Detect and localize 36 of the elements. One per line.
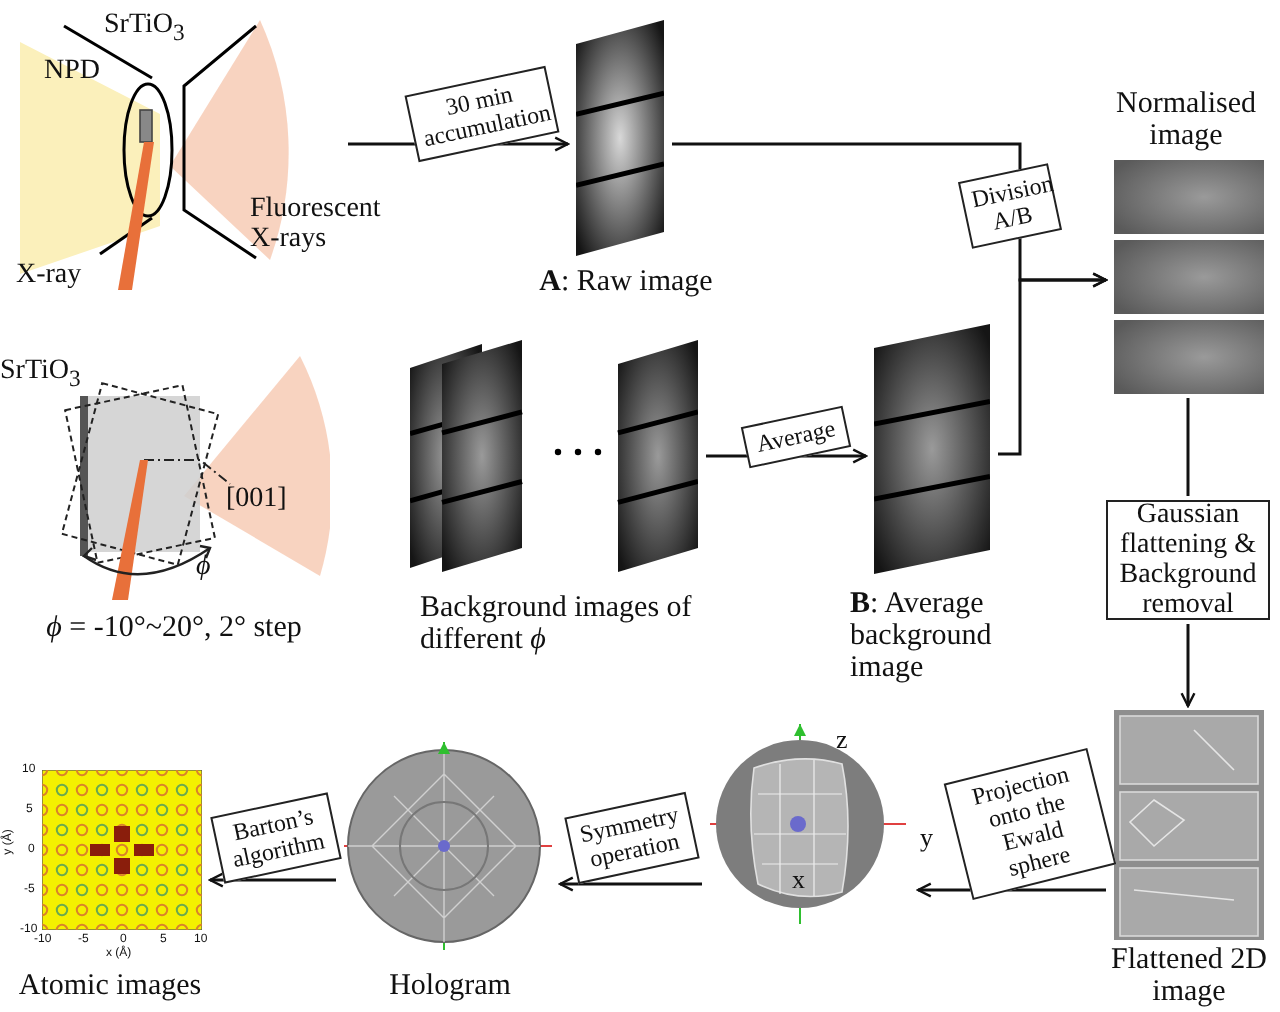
axis-label: x: [792, 864, 805, 894]
image-caption: Atomic images: [16, 970, 204, 1002]
edge-label: Symmetry operation: [564, 791, 700, 885]
arrow: [208, 872, 336, 888]
raw-detector-image: [576, 20, 664, 256]
process-box: Gaussian flattening & Background removal: [1106, 500, 1270, 620]
axis-label: [001]: [226, 484, 287, 514]
angle-symbol: ϕ: [196, 552, 211, 582]
image-caption: A: Raw image: [537, 266, 715, 298]
flattened-image: [1114, 710, 1264, 940]
image-caption: ϕ = -10°~20°, 2° step: [44, 612, 304, 644]
arrow: [998, 272, 1108, 456]
axis-label: z: [836, 724, 848, 754]
image-caption: Hologram: [387, 970, 513, 1002]
arrow: [558, 876, 702, 892]
image-caption: Flattened 2D image: [1109, 944, 1269, 1008]
sample-label: SrTiO$_{3}$: [0, 356, 81, 394]
detector-label: NPD: [44, 56, 101, 86]
beam-label: X-ray: [16, 260, 82, 290]
background-image-stack: [410, 340, 698, 576]
hologram-sphere-drawing: [344, 742, 552, 950]
axis-label: y: [920, 822, 933, 852]
beam-label: Fluorescent X-rays: [250, 194, 383, 254]
ewald-sphere-drawing: [710, 724, 910, 924]
edge-label: 30 min accumulation: [404, 65, 560, 163]
normalised-detector-image: [1114, 160, 1264, 394]
sample-label: SrTiO$_{3}$: [104, 10, 185, 48]
image-caption: Background images of different ϕ: [420, 592, 694, 656]
average-background-image: [874, 324, 990, 574]
edge-label: Barton’s algorithm: [210, 792, 342, 884]
edge-label: Average: [740, 405, 852, 469]
atomic-image-plot: [42, 770, 202, 930]
image-caption: Normalised image: [1114, 88, 1258, 152]
edge-label: Division A/B: [957, 163, 1063, 249]
arrow: [1180, 624, 1196, 708]
image-caption: B: Average background image: [850, 588, 994, 684]
